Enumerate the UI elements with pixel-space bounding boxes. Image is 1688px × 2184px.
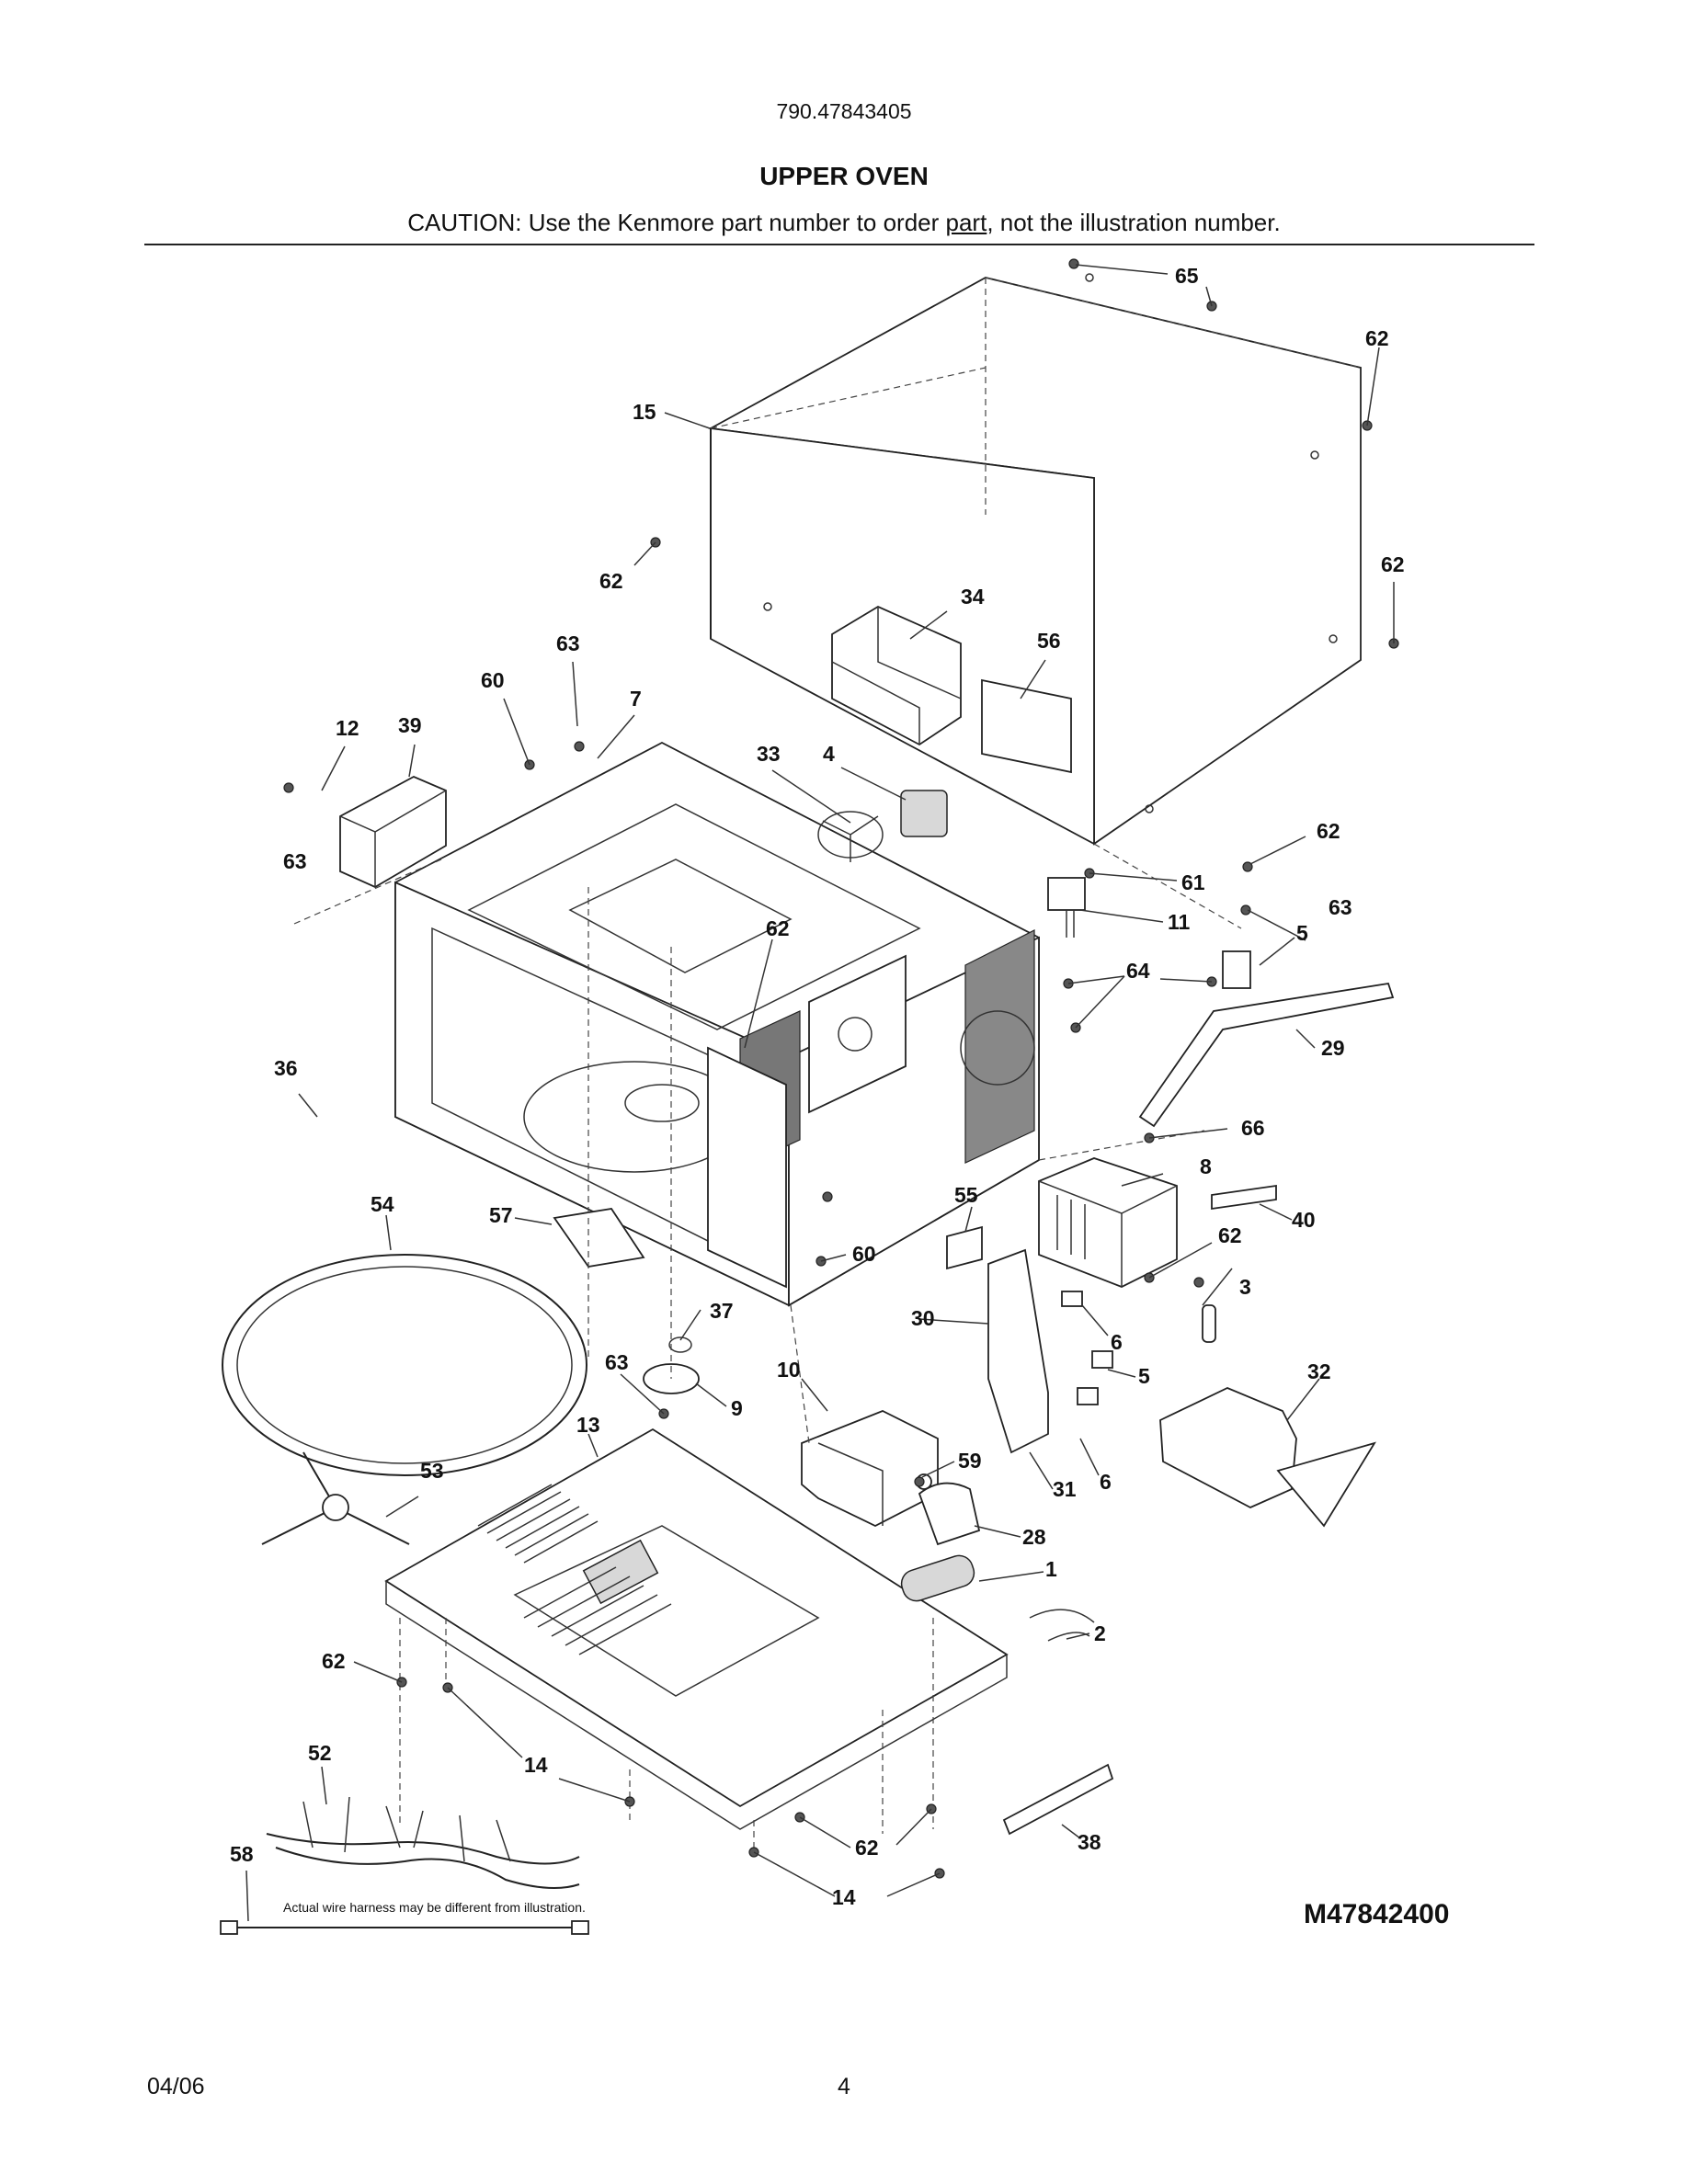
interlock-switch-part (1061, 1291, 1083, 1307)
callout-label: 11 (1168, 910, 1191, 934)
page-title: UPPER OVEN (759, 162, 929, 190)
label-strip-part (553, 1208, 645, 1268)
callout-label: 66 (1241, 1116, 1265, 1140)
callout-label: 1 (1045, 1557, 1057, 1581)
callout-label: 56 (1037, 629, 1061, 653)
callout-label: 8 (1200, 1155, 1212, 1178)
callout-label: 37 (710, 1299, 734, 1323)
callout-label: 36 (274, 1056, 298, 1080)
callout-label: 62 (766, 916, 790, 940)
callout-label: 30 (911, 1306, 935, 1330)
callout-label: 63 (1329, 895, 1352, 919)
label-card-part (946, 1225, 983, 1270)
callout-label: 62 (1365, 326, 1389, 350)
caution-suffix: , not the illustration number. (987, 209, 1281, 236)
model-number: 790.47843405 (776, 99, 912, 123)
label-part (981, 678, 1072, 774)
callout-label: 63 (556, 631, 580, 655)
callout-label: 31 (1053, 1477, 1077, 1501)
callout-label: 3 (1239, 1275, 1251, 1299)
callout-label: 32 (1307, 1359, 1331, 1383)
callout-label: 34 (961, 585, 985, 609)
callout-label: 38 (1078, 1830, 1101, 1854)
header-divider (144, 244, 1534, 245)
air-duct-part (831, 605, 962, 746)
diagram-number: M47842400 (1304, 1899, 1450, 1929)
diode-part (1202, 1304, 1216, 1343)
callout-label: 57 (489, 1203, 513, 1227)
roller-guide-part (261, 1451, 410, 1545)
callout-label: 58 (230, 1842, 254, 1866)
thermal-cutout-part (1047, 877, 1086, 938)
callout-label: 52 (308, 1741, 332, 1765)
callout-label: 2 (1094, 1621, 1106, 1645)
callout-label: 62 (1381, 552, 1405, 576)
callout-label: 6 (1111, 1330, 1123, 1354)
callout-label: 53 (420, 1459, 444, 1483)
interlock-switch-part (1077, 1387, 1099, 1405)
callout-label: 60 (852, 1242, 876, 1266)
callout-label: 13 (576, 1413, 600, 1437)
harness-note: Actual wire harness may be different fro… (283, 1900, 586, 1915)
callout-label: 10 (777, 1358, 801, 1382)
callout-label: 9 (731, 1396, 743, 1420)
callout-label: 65 (1175, 264, 1199, 288)
callout-label: 15 (633, 400, 656, 424)
leader-lines (245, 264, 1395, 1922)
turntable-ring-part (222, 1254, 587, 1476)
interlock-switch-part (1091, 1350, 1113, 1369)
bracket-part (339, 776, 447, 889)
callout-label: 6 (1100, 1470, 1112, 1494)
callout-label: 62 (322, 1649, 346, 1673)
hv-wire-part (1029, 1609, 1095, 1642)
fan-motor-part (817, 790, 948, 862)
page-number: 4 (838, 2074, 850, 2099)
base-plate-part (384, 1428, 1009, 1830)
callout-label: 5 (1296, 921, 1308, 945)
foam-strip-part (1002, 1763, 1114, 1836)
footer-date: 04/06 (147, 2074, 205, 2099)
transformer-part (1038, 1157, 1178, 1288)
caution-link: part (945, 209, 987, 236)
wire-harness-part (220, 1796, 589, 1935)
callout-label: 29 (1321, 1036, 1345, 1060)
foam-strip-part (1211, 1184, 1277, 1211)
latch-bracket-part (1138, 950, 1395, 1128)
callout-label: 60 (481, 668, 505, 692)
callout-label: 64 (1126, 959, 1150, 983)
callout-label: 62 (599, 569, 623, 593)
callout-label: 28 (1022, 1525, 1046, 1549)
hv-capacitor-part (900, 1482, 981, 1602)
callout-label: 63 (283, 849, 307, 873)
callout-label: 14 (832, 1885, 856, 1909)
callout-label: 14 (524, 1753, 548, 1777)
callout-label: 62 (1317, 819, 1340, 843)
callout-label: 62 (855, 1836, 879, 1860)
callout-label: 55 (954, 1183, 978, 1207)
air-guide-part (1159, 1387, 1376, 1528)
callout-label: 7 (630, 687, 642, 711)
callout-label: 5 (1138, 1364, 1150, 1388)
callout-label: 54 (371, 1192, 394, 1216)
callout-label: 12 (336, 716, 359, 740)
callout-label: 59 (958, 1449, 982, 1473)
callout-label: 61 (1181, 870, 1205, 894)
caution-prefix: CAUTION: Use the Kenmore part number to … (407, 209, 946, 236)
callout-label: 40 (1292, 1208, 1316, 1232)
hv-transformer-part (801, 1410, 939, 1528)
callout-label: 4 (823, 742, 835, 766)
callout-label: 63 (605, 1350, 629, 1374)
oven-cavity-part (394, 741, 1040, 1307)
door-mount-part (987, 1248, 1049, 1454)
callout-label: 39 (398, 713, 422, 737)
caution-note: CAUTION: Use the Kenmore part number to … (0, 209, 1688, 237)
callout-label: 33 (757, 742, 781, 766)
callout-label: 62 (1218, 1223, 1242, 1247)
callout-labels: 65 62 15 62 62 34 56 63 60 7 12 39 33 4 … (230, 264, 1405, 1909)
